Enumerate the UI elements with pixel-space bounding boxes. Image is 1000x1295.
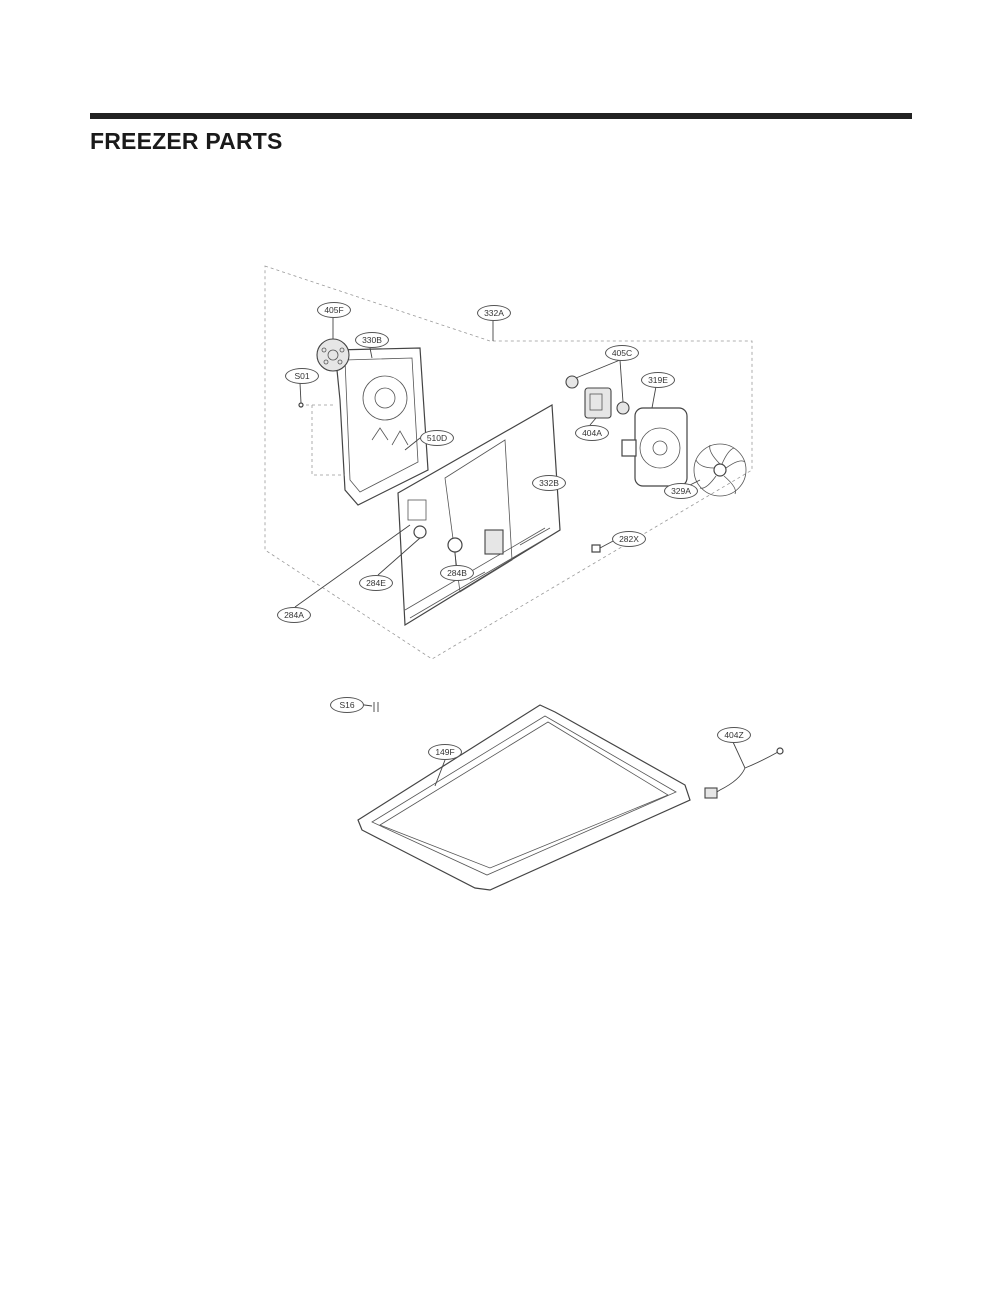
part-319e-fan-housing bbox=[621, 407, 688, 487]
callout-405f: 405F bbox=[317, 302, 351, 318]
part-s01-screw bbox=[298, 402, 304, 408]
callout-149f: 149F bbox=[428, 744, 462, 760]
callout-329a: 329A bbox=[664, 483, 698, 499]
callout-332a: 332A bbox=[477, 305, 511, 321]
callout-404a: 404A bbox=[575, 425, 609, 441]
callout-284a: 284A bbox=[277, 607, 311, 623]
title-rule bbox=[90, 113, 912, 119]
callout-s16: S16 bbox=[330, 697, 364, 713]
callout-284e: 284E bbox=[359, 575, 393, 591]
part-282x-plug bbox=[591, 544, 601, 553]
callout-332b: 332B bbox=[532, 475, 566, 491]
part-404a-motor bbox=[584, 387, 612, 419]
callout-510d: 510D bbox=[420, 430, 454, 446]
page-title: FREEZER PARTS bbox=[90, 128, 283, 154]
part-330b-frame bbox=[300, 347, 429, 506]
part-329a-fan-blade bbox=[693, 443, 747, 497]
callout-404z: 404Z bbox=[717, 727, 751, 743]
part-404z-harness bbox=[704, 741, 784, 799]
leader-lines bbox=[294, 318, 701, 787]
callout-319e: 319E bbox=[641, 372, 675, 388]
callout-284b: 284B bbox=[440, 565, 474, 581]
callout-282x: 282X bbox=[612, 531, 646, 547]
part-405f-disc bbox=[316, 338, 350, 372]
callout-s01: S01 bbox=[285, 368, 319, 384]
part-149f-shelf bbox=[357, 704, 691, 891]
callout-330b: 330B bbox=[355, 332, 389, 348]
callout-405c: 405C bbox=[605, 345, 639, 361]
